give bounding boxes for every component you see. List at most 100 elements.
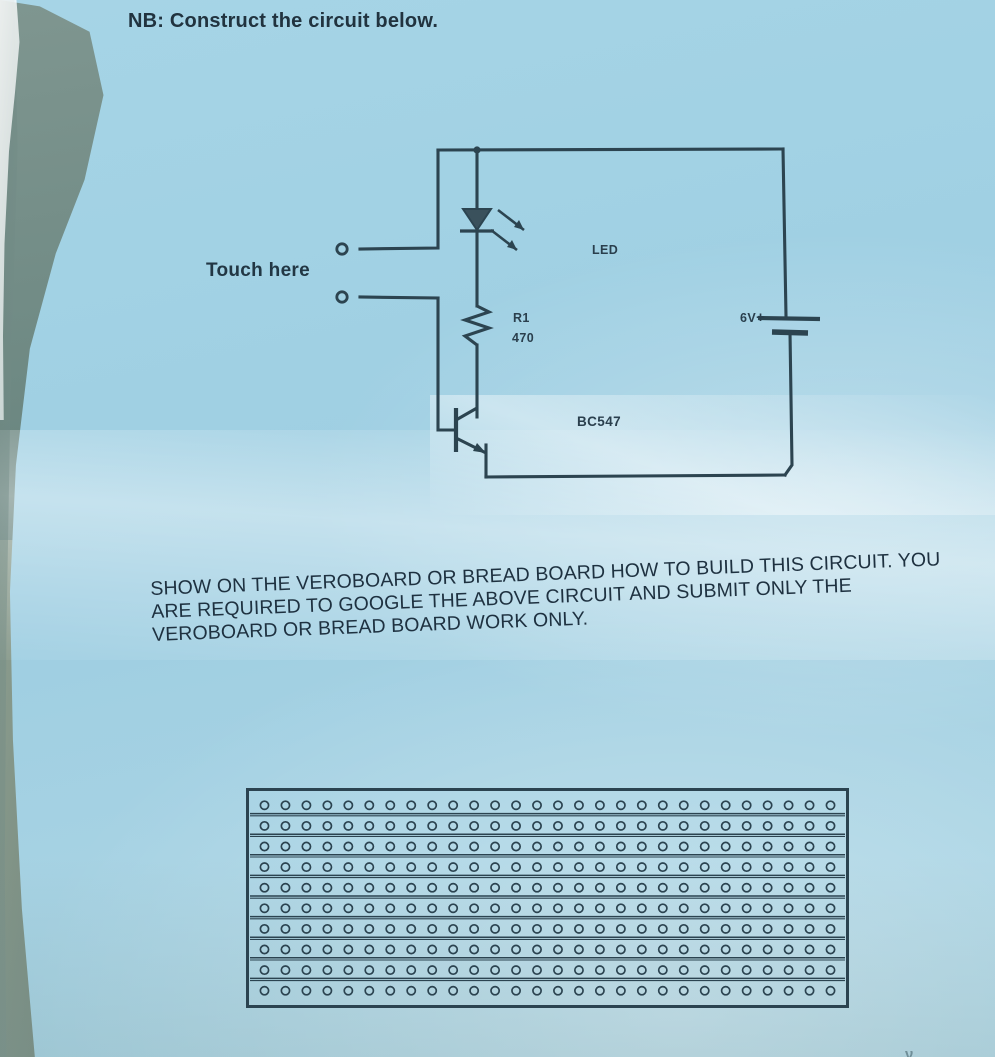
- veroboard-hole: [762, 882, 773, 893]
- wire-top-to-battery: [781, 147, 788, 318]
- veroboard-hole: [825, 903, 836, 914]
- veroboard-hole: [448, 965, 459, 976]
- veroboard-hole: [343, 820, 354, 831]
- veroboard-hole: [448, 944, 459, 955]
- veroboard-hole: [553, 862, 563, 873]
- veroboard-hole: [678, 903, 689, 914]
- veroboard-hole: [511, 923, 521, 934]
- veroboard-hole: [532, 862, 542, 873]
- veroboard-hole: [594, 841, 605, 852]
- veroboard-hole: [699, 862, 710, 873]
- veroboard-hole: [594, 965, 605, 976]
- veroboard-hole: [553, 882, 563, 893]
- veroboard-hole: [301, 923, 312, 934]
- veroboard-hole: [615, 923, 626, 934]
- veroboard-hole: [469, 862, 480, 873]
- veroboard-hole: [406, 862, 417, 873]
- battery-label: 6V+: [740, 309, 765, 326]
- veroboard-hole: [553, 923, 563, 934]
- veroboard-hole: [636, 903, 647, 914]
- transistor-label: BC547: [577, 414, 622, 429]
- veroboard-hole: [448, 862, 459, 873]
- veroboard-hole: [657, 923, 668, 934]
- veroboard-hole: [511, 965, 521, 976]
- veroboard-hole: [657, 944, 668, 955]
- veroboard-hole: [364, 820, 375, 831]
- veroboard-hole: [720, 820, 731, 831]
- veroboard-hole: [574, 800, 584, 811]
- veroboard-hole: [532, 903, 542, 914]
- touch-here-label: Touch here: [206, 260, 310, 282]
- veroboard-hole: [762, 841, 773, 852]
- veroboard-hole: [574, 882, 584, 893]
- wire-top-rail: [436, 147, 785, 152]
- veroboard-hole: [553, 841, 563, 852]
- veroboard-border: [246, 788, 849, 1008]
- veroboard-hole: [657, 882, 668, 893]
- veroboard-hole: [636, 985, 647, 996]
- veroboard-hole: [825, 841, 836, 852]
- veroboard-hole: [594, 903, 605, 914]
- veroboard-hole: [594, 800, 605, 811]
- veroboard-hole: [804, 820, 815, 831]
- veroboard-hole: [406, 841, 417, 852]
- veroboard-hole: [259, 985, 270, 996]
- wire-battery-to-bottom: [782, 330, 794, 478]
- veroboard-hole: [594, 985, 605, 996]
- veroboard-hole: [678, 800, 689, 811]
- veroboard-hole: [783, 800, 794, 811]
- veroboard-hole: [783, 862, 794, 873]
- veroboard-hole: [720, 985, 731, 996]
- led-symbol: [460, 208, 525, 252]
- battery-symbol: [757, 315, 821, 336]
- veroboard-hole: [657, 903, 668, 914]
- veroboard-hole: [636, 820, 647, 831]
- veroboard-hole: [448, 882, 459, 893]
- led-light-arrows-icon: [490, 208, 525, 252]
- veroboard-hole: [532, 965, 542, 976]
- veroboard-hole: [720, 882, 731, 893]
- veroboard-hole: [594, 944, 605, 955]
- veroboard-hole: [762, 985, 773, 996]
- veroboard-hole: [280, 862, 291, 873]
- veroboard-hole: [574, 820, 584, 831]
- transistor-symbol-bc547: [453, 406, 487, 455]
- veroboard-hole: [783, 965, 794, 976]
- veroboard-hole: [280, 944, 291, 955]
- veroboard-hole: [385, 923, 396, 934]
- veroboard-hole: [636, 841, 647, 852]
- veroboard-hole: [259, 903, 270, 914]
- veroboard-hole: [427, 862, 438, 873]
- veroboard-hole: [259, 944, 270, 955]
- veroboard-hole: [343, 862, 354, 873]
- veroboard-hole: [385, 800, 396, 811]
- veroboard-hole: [322, 882, 333, 893]
- veroboard-hole: [594, 862, 605, 873]
- veroboard-hole: [532, 800, 542, 811]
- veroboard-hole: [804, 841, 815, 852]
- veroboard-hole: [448, 903, 459, 914]
- veroboard-hole: [427, 903, 438, 914]
- veroboard-hole: [343, 903, 354, 914]
- veroboard-hole: [783, 944, 794, 955]
- veroboard-hole: [804, 923, 815, 934]
- veroboard-hole: [322, 965, 333, 976]
- veroboard-hole: [825, 985, 836, 996]
- veroboard-hole: [301, 862, 312, 873]
- veroboard-hole: [762, 965, 773, 976]
- veroboard-hole: [343, 944, 354, 955]
- veroboard-hole: [574, 985, 584, 996]
- veroboard-hole: [615, 820, 626, 831]
- veroboard-hole: [574, 944, 584, 955]
- veroboard-hole: [301, 820, 312, 831]
- led-triangle-icon: [461, 208, 493, 232]
- wire-touch-lower-stub: [358, 295, 440, 300]
- veroboard-hole: [741, 903, 752, 914]
- veroboard-hole: [762, 820, 773, 831]
- veroboard-hole: [594, 882, 605, 893]
- veroboard-hole: [469, 944, 480, 955]
- veroboard-hole: [490, 944, 501, 955]
- veroboard-hole: [511, 944, 521, 955]
- led-label: LED: [592, 243, 619, 257]
- veroboard-hole: [720, 965, 731, 976]
